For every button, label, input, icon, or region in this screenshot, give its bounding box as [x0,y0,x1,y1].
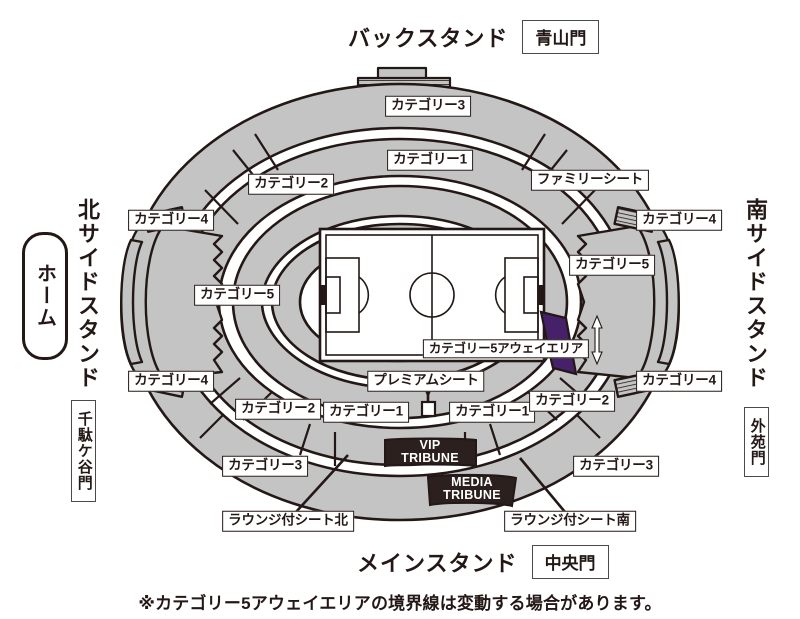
seat-label-cat3-main-left[interactable]: カテゴリー3 [222,455,308,477]
vip-tribune-block [384,437,477,468]
main-stand-gate: 中央門 [531,545,609,579]
south-stand-title: 南サイドスタンド [743,198,768,390]
seat-label-cat4-sw[interactable]: カテゴリー4 [128,370,214,392]
seat-label-cat2-main-left[interactable]: カテゴリー2 [235,398,321,420]
seat-label-cat5-south[interactable]: カテゴリー5 [569,254,655,276]
seat-label-cat1-back[interactable]: カテゴリー1 [387,149,473,171]
seat-label-cat3-back[interactable]: カテゴリー3 [385,95,471,117]
south-outer-arc [656,238,680,366]
back-stand-gate: 青山門 [522,20,600,54]
back-stand-heading: バックスタンド 青山門 [348,20,600,54]
goal-right [538,285,545,305]
main-stand-heading: メインスタンド 中央門 [357,545,609,579]
media-tribune-block [426,473,518,508]
leader-lounge-south [519,457,566,513]
seat-label-cat5-away[interactable]: カテゴリー5アウェイエリア [422,339,590,359]
south-stand-gate: 外苑門 [744,407,769,477]
seat-label-family-seat[interactable]: ファミリーシート [530,169,650,191]
main-stand-title: メインスタンド [357,551,518,576]
pitch [318,227,546,363]
south-end-block [576,224,656,380]
home-side-badge: ホーム [22,232,68,360]
seat-label-cat2-back-left[interactable]: カテゴリー2 [248,173,334,195]
home-side-badge-label: ホーム [33,263,56,329]
footnote-text: ※カテゴリー5アウェイエリアの境界線は変動する場合があります。 [138,594,662,613]
north-stand-gate: 千駄ケ谷門 [71,400,96,502]
tribune-blocks [384,437,518,508]
back-stand-title: バックスタンド [348,26,509,51]
seat-label-lounge-north[interactable]: ラウンジ付シート北 [222,510,354,532]
seat-label-premium-seat[interactable]: プレミアムシート [367,370,485,392]
seat-label-lounge-south[interactable]: ラウンジ付シート南 [504,510,636,532]
pitch-center-circle [409,272,455,318]
leader-lounge-north [295,454,349,513]
seat-label-cat4-nw[interactable]: カテゴリー4 [128,209,214,231]
seat-label-cat4-ne[interactable]: カテゴリー4 [636,209,722,231]
seat-label-cat1-main-right[interactable]: カテゴリー1 [449,401,535,423]
north-outer-arc [120,238,144,366]
seat-label-cat3-main-right[interactable]: カテゴリー3 [573,455,659,477]
seat-label-cat1-main-left[interactable]: カテゴリー1 [323,401,409,423]
goal-left [319,285,326,305]
seat-label-cat4-se[interactable]: カテゴリー4 [636,370,722,392]
seat-label-cat5-north[interactable]: カテゴリー5 [194,284,280,306]
seat-label-cat2-main-right[interactable]: カテゴリー2 [529,390,615,412]
away-area-arrow [591,314,603,366]
north-stand-title: 北サイドスタンド [75,198,100,390]
